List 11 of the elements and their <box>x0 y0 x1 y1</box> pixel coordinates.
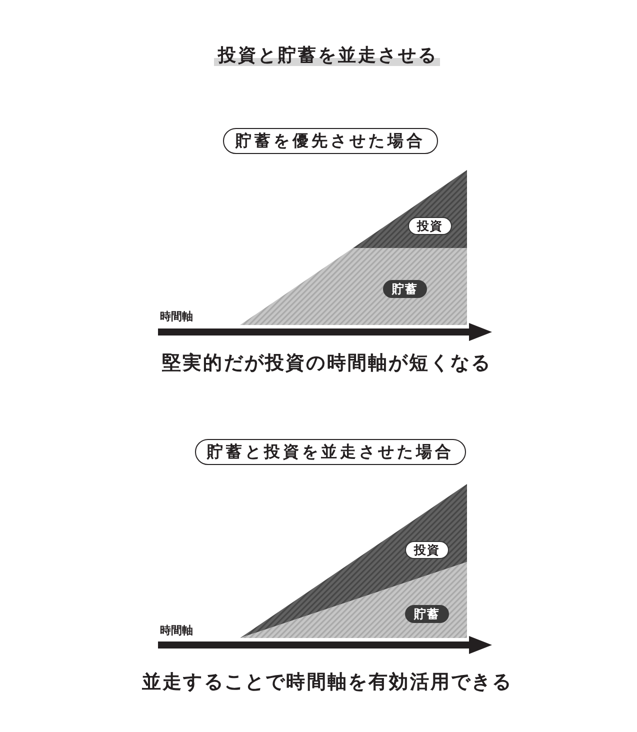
axis-label: 時間軸 <box>160 624 193 637</box>
scenario-heading: 貯蓄を優先させた場合 <box>223 128 438 154</box>
category-tag: 貯蓄 <box>405 605 449 623</box>
scenario-heading: 貯蓄と投資を並走させた場合 <box>195 439 466 465</box>
axis-label: 時間軸 <box>160 310 193 323</box>
category-tag: 貯蓄 <box>383 280 427 298</box>
caption-text: 並走することで時間軸を有効活用できる <box>142 670 513 694</box>
caption-text: 堅実的だが投資の時間軸が短くなる <box>162 351 492 375</box>
title: 投資と貯蓄を並走させる <box>214 44 440 68</box>
category-tag: 投資 <box>405 541 449 559</box>
category-tag: 投資 <box>408 217 452 235</box>
